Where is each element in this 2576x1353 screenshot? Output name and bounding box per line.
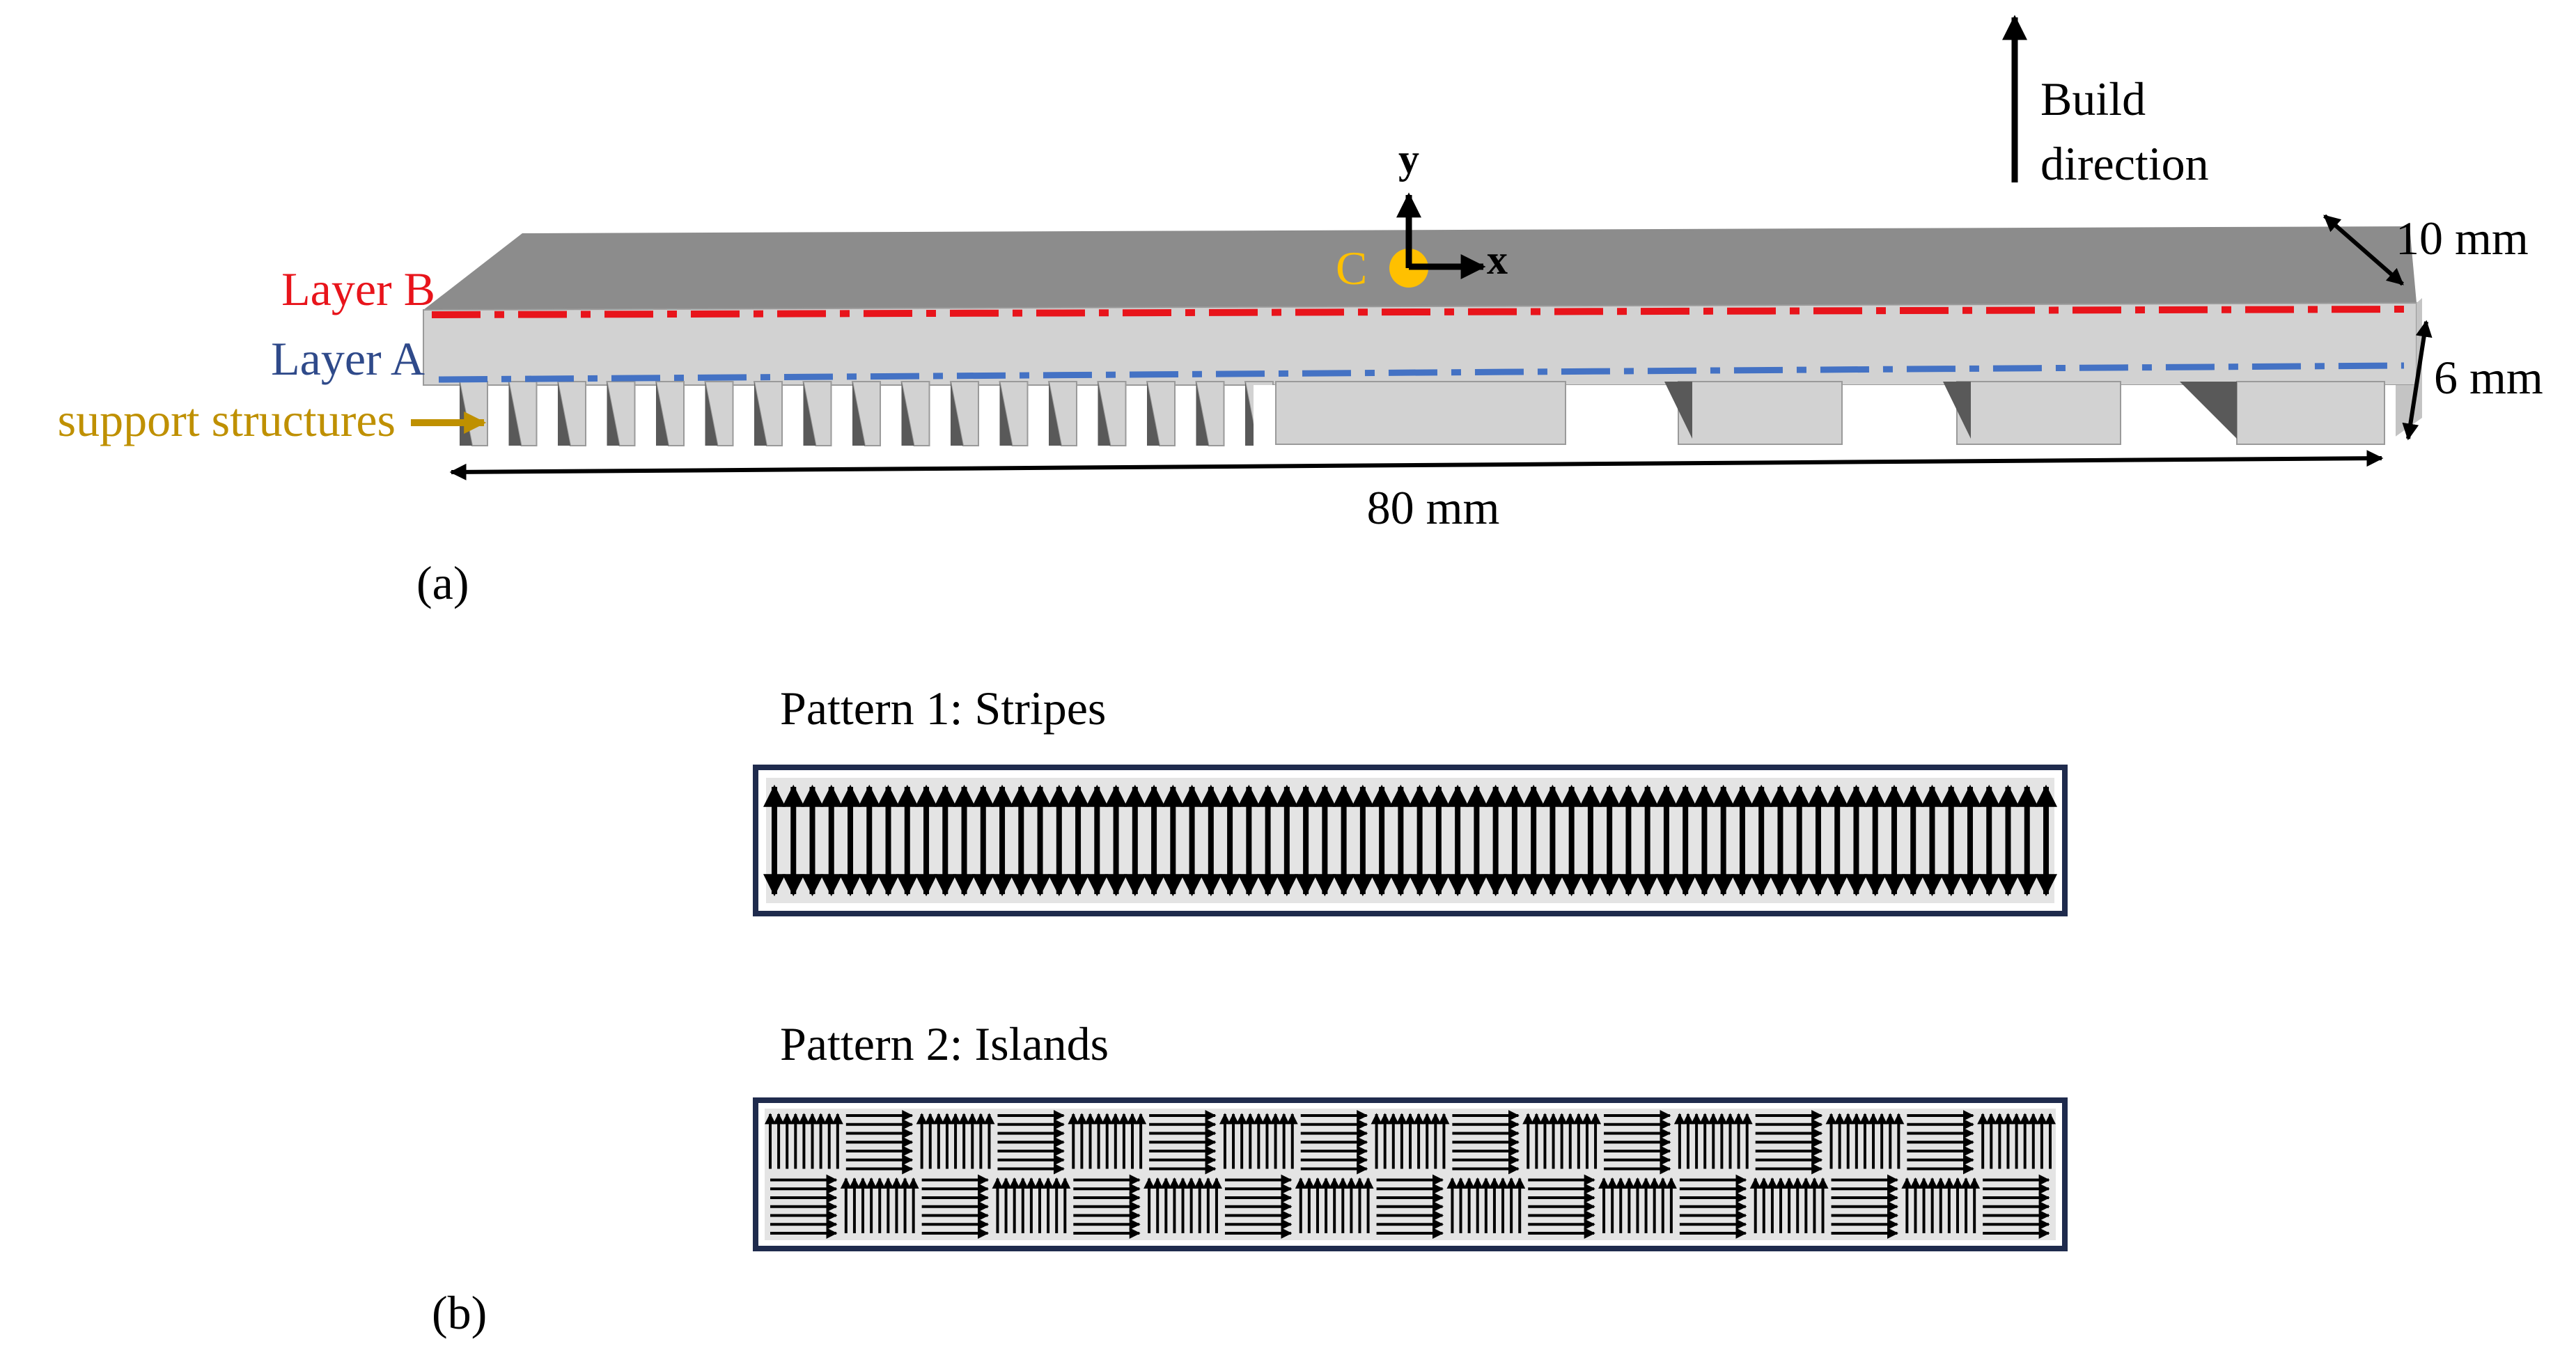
bottom-block [1275, 381, 1566, 445]
pattern-2-title: Pattern 2: Islands [780, 1017, 1109, 1070]
width-dimension-label: 10 mm [2396, 212, 2529, 265]
support-tooth-shade [901, 382, 914, 446]
island-scan-vectors [765, 1110, 2056, 1239]
support-tooth-shade [1196, 382, 1209, 446]
support-tooth-light [949, 381, 979, 446]
support-tooth-shade [607, 382, 620, 446]
support-tooth-shade [558, 382, 570, 446]
layer-b-line [431, 306, 2405, 318]
support-tooth-shade [705, 382, 718, 446]
support-tooth-light [1097, 381, 1127, 446]
support-tooth-light [900, 381, 930, 446]
build-direction-label: Build direction [2040, 72, 2209, 190]
part-geometry [423, 226, 2422, 448]
islands-pattern [753, 1097, 2068, 1251]
panel-b-label: (b) [432, 1286, 487, 1339]
support-tooth-light [1047, 381, 1077, 446]
support-tooth-light [753, 381, 783, 446]
bottom-block [1956, 381, 2121, 445]
layer-a-label: Layer A [271, 332, 425, 385]
length-dimension-label: 80 mm [1367, 481, 1500, 534]
width-dimension [2323, 214, 2404, 286]
support-tooth-shade [852, 382, 865, 446]
y-axis-label: y [1398, 136, 1419, 182]
support-tooth-shade [656, 382, 669, 446]
chamfer-shade [1943, 382, 1971, 439]
support-tooth-shade [803, 382, 816, 446]
support-tooth-shade [754, 382, 767, 446]
support-structures [458, 381, 1323, 446]
height-dimension [2402, 320, 2433, 441]
support-tooth-light [704, 381, 734, 446]
stripe-scan-vectors [763, 784, 2057, 897]
chamfer-shade [2180, 382, 2237, 439]
layer-b-label: Layer B [281, 263, 435, 315]
support-tooth-shade [1098, 382, 1111, 446]
bottom-block [1678, 381, 1843, 445]
support-tooth-shade [1049, 382, 1061, 446]
support-tooth-light [999, 381, 1029, 446]
chamfer-shade [1664, 382, 1692, 439]
stripes-pattern [753, 765, 2068, 916]
support-tooth-shade [999, 382, 1013, 446]
bottom-block [2236, 381, 2385, 445]
bottom-blocks [1254, 381, 2396, 448]
support-tooth-light [851, 381, 881, 446]
support-structures-label: support structures [58, 393, 396, 446]
support-tooth-light [606, 381, 636, 446]
support-tooth-light [802, 381, 832, 446]
support-tooth-light [1195, 381, 1225, 446]
panel-a-label: (a) [416, 556, 469, 609]
pattern-1-title: Pattern 1: Stripes [780, 682, 1106, 735]
x-axis-label: x [1487, 237, 1508, 283]
height-dimension-label: 6 mm [2434, 351, 2543, 404]
support-tooth-shade [508, 382, 522, 446]
support-tooth-shade [1147, 382, 1160, 446]
support-tooth-shade [951, 382, 963, 446]
support-tooth-light [556, 381, 586, 446]
support-tooth-light [655, 381, 685, 446]
layer-a-line [438, 362, 2405, 383]
support-tooth-light [1146, 381, 1176, 446]
length-dimension [449, 450, 2384, 480]
origin-label: C [1336, 242, 1367, 295]
